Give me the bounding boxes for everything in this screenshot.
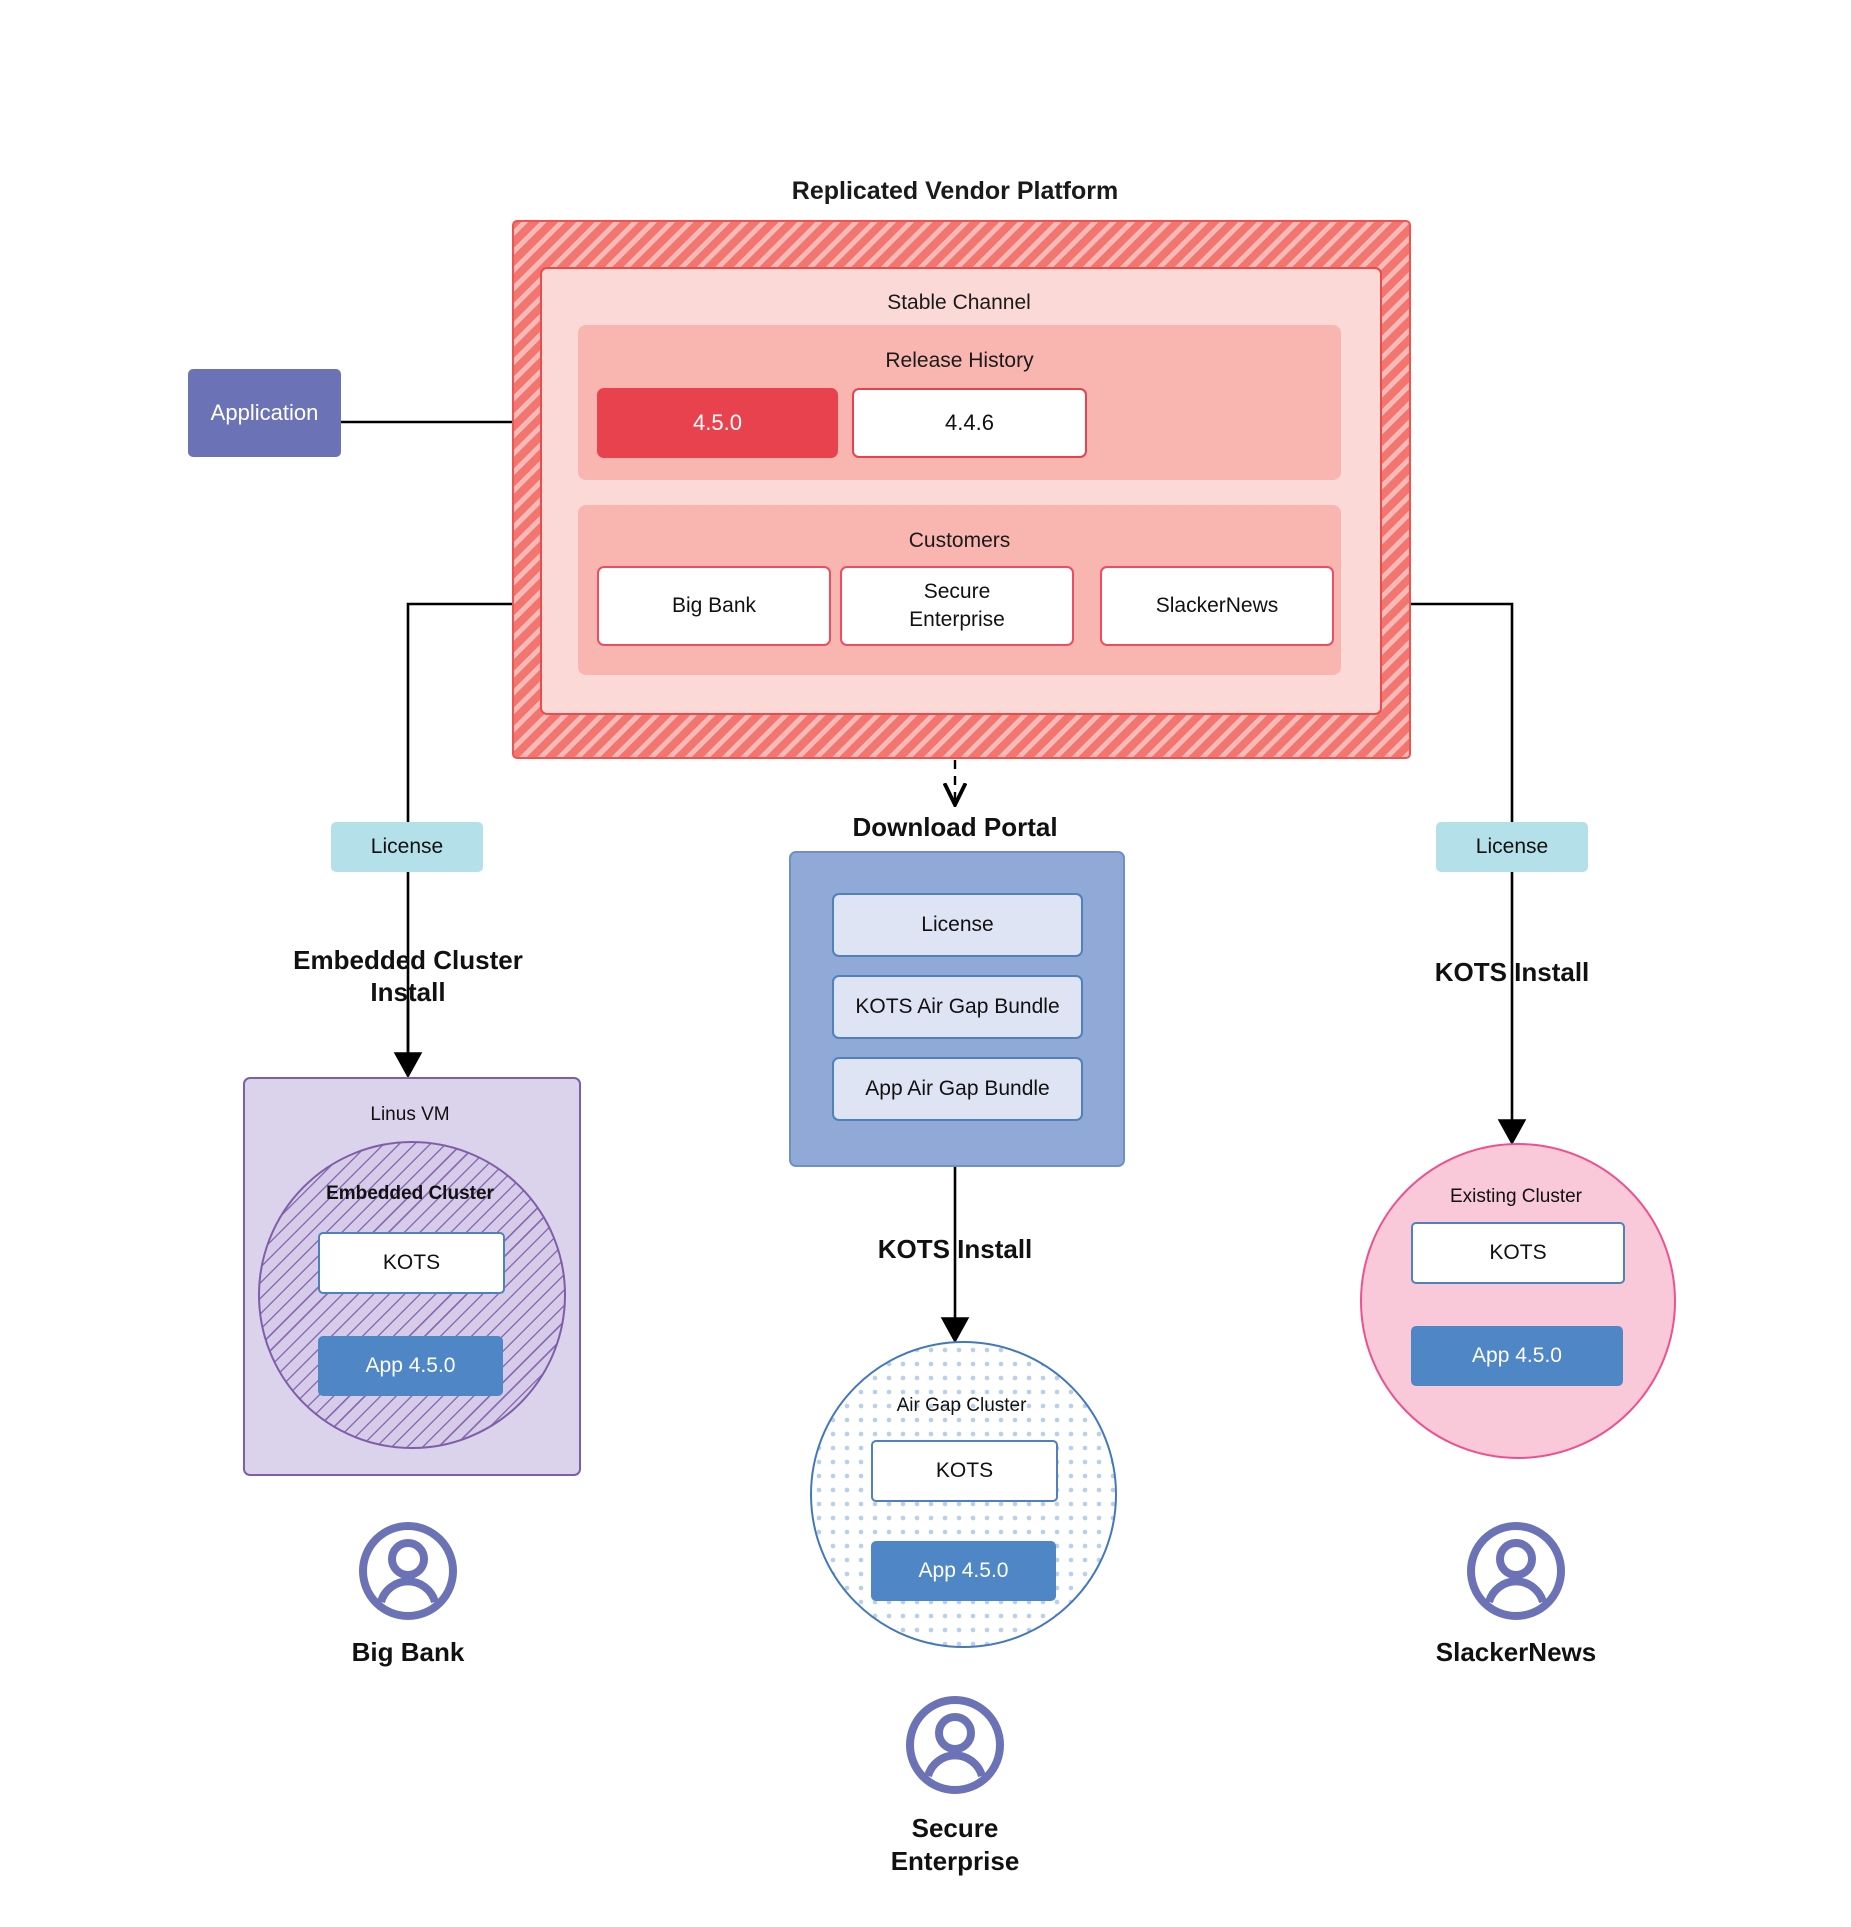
left-kots-box[interactable]: KOTS [318, 1232, 505, 1294]
embedded-cluster-label: Embedded Cluster [326, 1183, 494, 1204]
center-app-box[interactable]: App 4.5.0 [871, 1541, 1056, 1601]
customer-chip-secure-enterprise[interactable]: Secure Enterprise [840, 566, 1074, 646]
release-history-label: Release History [885, 349, 1034, 372]
right-app-box[interactable]: App 4.5.0 [1411, 1326, 1623, 1386]
stable-channel-label: Stable Channel [887, 291, 1031, 314]
left-install-label: Embedded Cluster Install [293, 944, 523, 1008]
center-customer-avatar [905, 1695, 1005, 1795]
center-kots-box[interactable]: KOTS [871, 1440, 1058, 1502]
customer-chip-slackernews[interactable]: SlackerNews [1100, 566, 1334, 646]
linux-vm-label: Linus VM [370, 1104, 450, 1125]
center-customer-label: Secure Enterprise [890, 1813, 1020, 1876]
right-install-label: KOTS Install [1434, 956, 1590, 987]
download-portal-title: Download Portal [852, 811, 1058, 842]
release-chip-previous[interactable]: 4.4.6 [852, 388, 1087, 458]
customer-chip-big-bank[interactable]: Big Bank [597, 566, 831, 646]
right-kots-box[interactable]: KOTS [1411, 1222, 1625, 1284]
center-install-label: KOTS Install [877, 1233, 1033, 1264]
right-customer-label: SlackerNews [1435, 1636, 1597, 1667]
embedded-cluster-circle [258, 1141, 566, 1449]
existing-cluster-circle [1360, 1143, 1676, 1459]
portal-item-license[interactable]: License [832, 893, 1083, 957]
right-license-node[interactable]: License [1436, 822, 1588, 872]
application-node[interactable]: Application [188, 369, 341, 457]
portal-item-app-air-gap-bundle[interactable]: App Air Gap Bundle [832, 1057, 1083, 1121]
existing-cluster-label: Existing Cluster [1450, 1186, 1582, 1207]
release-chip-active[interactable]: 4.5.0 [597, 388, 838, 458]
page-title: Replicated Vendor Platform [791, 176, 1119, 205]
right-customer-avatar [1466, 1521, 1566, 1621]
left-customer-avatar [358, 1521, 458, 1621]
customers-label: Customers [908, 529, 1011, 552]
left-app-box[interactable]: App 4.5.0 [318, 1336, 503, 1396]
air-gap-cluster-label: Air Gap Cluster [896, 1395, 1027, 1416]
left-license-node[interactable]: License [331, 822, 483, 872]
left-customer-label: Big Bank [351, 1636, 465, 1667]
portal-item-kots-air-gap-bundle[interactable]: KOTS Air Gap Bundle [832, 975, 1083, 1039]
